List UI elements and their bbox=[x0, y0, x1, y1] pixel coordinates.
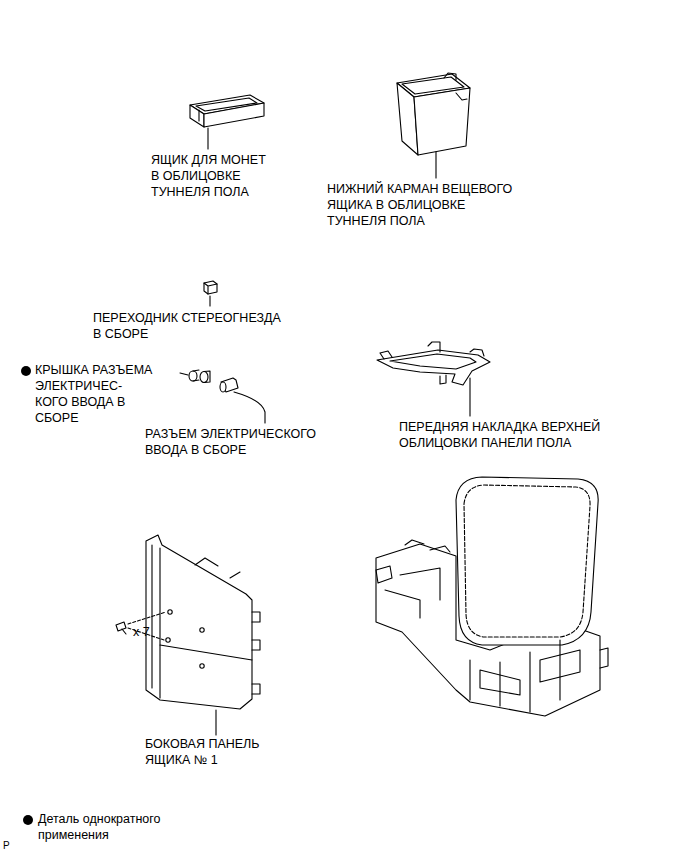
stereo-jack-adapter bbox=[204, 283, 217, 294]
lower-pocket bbox=[397, 83, 418, 155]
side-panel bbox=[215, 710, 216, 735]
coin-box bbox=[190, 105, 204, 127]
side-panel bbox=[195, 558, 240, 578]
part-label: КРЫШКА РАЗЪЕМА ЭЛЕКТРИЧЕС- КОГО ВВОДА В … bbox=[35, 362, 155, 426]
part-label: ПЕРЕДНЯЯ НАКЛАДКА ВЕРХНЕЙ ОБЛИЦОВКИ ПАНЕ… bbox=[399, 419, 603, 451]
lower-pocket bbox=[435, 152, 436, 178]
coin-box bbox=[190, 95, 264, 149]
console-box bbox=[470, 640, 560, 712]
part-label: РАЗЪЕМ ЭЛЕКТРИЧЕСКОГО ВВОДА В СБОРЕ bbox=[145, 426, 319, 458]
side-panel bbox=[116, 622, 126, 631]
connector-part bbox=[221, 378, 238, 392]
part-label: P bbox=[3, 840, 12, 852]
front-trim bbox=[469, 378, 470, 416]
part-label: ЯЩИК ДЛЯ МОНЕТ В ОБЛИЦОВКЕ ТУННЕЛЯ ПОЛА bbox=[151, 152, 268, 200]
connector-part bbox=[234, 392, 265, 423]
legend-symbol bbox=[22, 814, 34, 826]
side-panel bbox=[160, 645, 252, 660]
connector-cover bbox=[180, 373, 188, 375]
one-time-use-mark bbox=[21, 366, 31, 376]
lower-pocket bbox=[414, 88, 470, 155]
part-label: x 7 bbox=[133, 624, 152, 640]
coin-box bbox=[198, 110, 199, 121]
stereo-jack-adapter bbox=[204, 281, 217, 306]
front-trim bbox=[428, 342, 440, 352]
console-box bbox=[405, 540, 450, 552]
side-panel bbox=[146, 535, 252, 709]
lower-pocket bbox=[397, 73, 470, 178]
front-trim bbox=[390, 354, 476, 369]
console-box bbox=[464, 485, 590, 637]
side-panel bbox=[168, 610, 172, 614]
coin-box bbox=[204, 103, 264, 127]
part-label: БОКОВАЯ ПАНЕЛЬ ЯЩИКА № 1 bbox=[145, 736, 262, 768]
side-panel bbox=[122, 629, 126, 634]
connector-cover bbox=[193, 370, 199, 381]
side-panel bbox=[128, 612, 166, 640]
side-panel bbox=[200, 628, 204, 632]
front-trim bbox=[440, 375, 446, 384]
console-box bbox=[376, 477, 608, 716]
lower-pocket bbox=[444, 73, 456, 80]
console-box bbox=[600, 648, 608, 668]
front-trim bbox=[380, 351, 392, 359]
console-box bbox=[376, 566, 440, 618]
connector-part bbox=[220, 378, 265, 423]
connector-cover bbox=[189, 371, 197, 381]
side-panel bbox=[200, 664, 204, 668]
front-trim bbox=[377, 342, 490, 416]
legend-text: Деталь однократного применения bbox=[38, 811, 163, 843]
console-box bbox=[480, 650, 580, 695]
part-label: НИЖНИЙ КАРМАН ВЕЩЕВОГО ЯЩИКА В ОБЛИЦОВКЕ… bbox=[327, 181, 515, 229]
side-panel bbox=[116, 535, 260, 735]
stereo-jack-adapter bbox=[204, 281, 217, 294]
connector-cover bbox=[204, 371, 210, 383]
console-box bbox=[456, 477, 598, 645]
front-trim bbox=[377, 350, 490, 385]
connector-part bbox=[220, 382, 226, 392]
side-panel bbox=[152, 545, 160, 698]
coin-box bbox=[207, 128, 208, 149]
stereo-jack-adapter bbox=[209, 296, 210, 306]
part-label: ПЕРЕХОДНИК СТЕРЕОГНЕЗДА В СБОРЕ bbox=[93, 310, 283, 342]
side-panel bbox=[252, 612, 260, 694]
legend-dot bbox=[23, 815, 33, 825]
side-panel bbox=[166, 638, 170, 642]
front-trim bbox=[470, 349, 484, 356]
lower-pocket bbox=[456, 93, 467, 100]
connector-cover bbox=[200, 372, 208, 383]
